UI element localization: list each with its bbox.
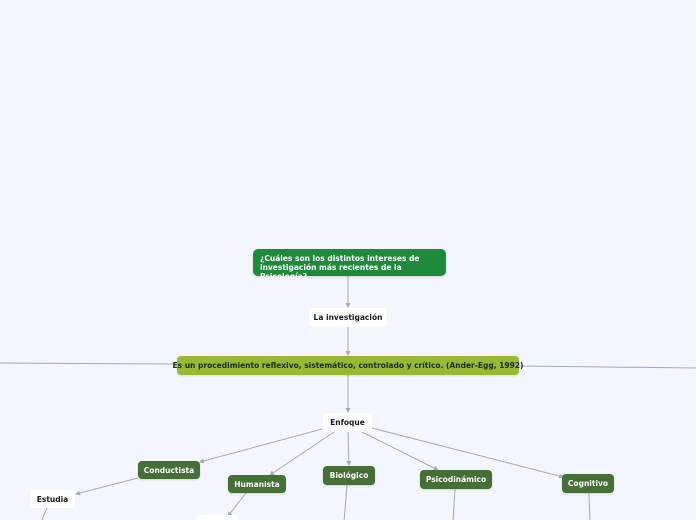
link-definicion-right-offscreen: [518, 365, 696, 369]
topic-enfoque[interactable]: Enfoque: [323, 413, 372, 432]
link-enfoque-conductista: [199, 428, 323, 464]
topic-conductista[interactable]: Conductista: [138, 461, 200, 479]
topic-definicion[interactable]: Es un procedimiento reflexivo, sistemáti…: [173, 356, 524, 375]
link-psicodinamico-down: [452, 488, 456, 520]
topic-biologico-label: Biológico: [329, 471, 369, 480]
link-enfoque-psicodinamico: [361, 431, 439, 471]
link-enfoque-cognitivo: [371, 427, 564, 479]
topic-cognitivo[interactable]: Cognitivo: [562, 474, 614, 493]
topic-la-investigacion[interactable]: La investigación: [309, 308, 387, 327]
topic-cognitivo-label: Cognitivo: [567, 479, 609, 488]
topic-psicodinamico-label: Psicodinámico: [425, 475, 487, 484]
link-estudia-down: [41, 507, 48, 520]
link-conductista-estudia: [75, 477, 139, 496]
topic-estudia-label: Estudia: [36, 494, 69, 504]
link-enfoque-biologico: [346, 431, 352, 466]
topic-partial-below-humanista[interactable]: [196, 515, 238, 520]
link-biologico-down: [343, 484, 348, 520]
topic-biologico[interactable]: Biológico: [323, 466, 375, 485]
topic-enfoque-label: Enfoque: [330, 418, 365, 427]
link-humanista-down: [227, 492, 247, 517]
topic-conductista-label: Conductista: [143, 465, 195, 475]
root-topic[interactable]: ¿Cuáles son los distintos intereses de i…: [253, 249, 446, 281]
topic-estudia[interactable]: Estudia: [30, 490, 75, 508]
link-cognitivo-down: [588, 492, 591, 520]
topic-psicodinamico[interactable]: Psicodinámico: [420, 470, 492, 489]
topic-la-investigacion-label: La investigación: [313, 313, 383, 322]
topic-humanista-label: Humanista: [234, 479, 280, 489]
topic-definicion-label: Es un procedimiento reflexivo, sistemáti…: [172, 361, 524, 370]
root-topic-label: ¿Cuáles son los distintos intereses de i…: [260, 254, 420, 281]
link-definicion-left-offscreen: [0, 362, 178, 365]
link-enfoque-humanista: [269, 431, 335, 476]
topic-humanista[interactable]: Humanista: [228, 475, 286, 493]
